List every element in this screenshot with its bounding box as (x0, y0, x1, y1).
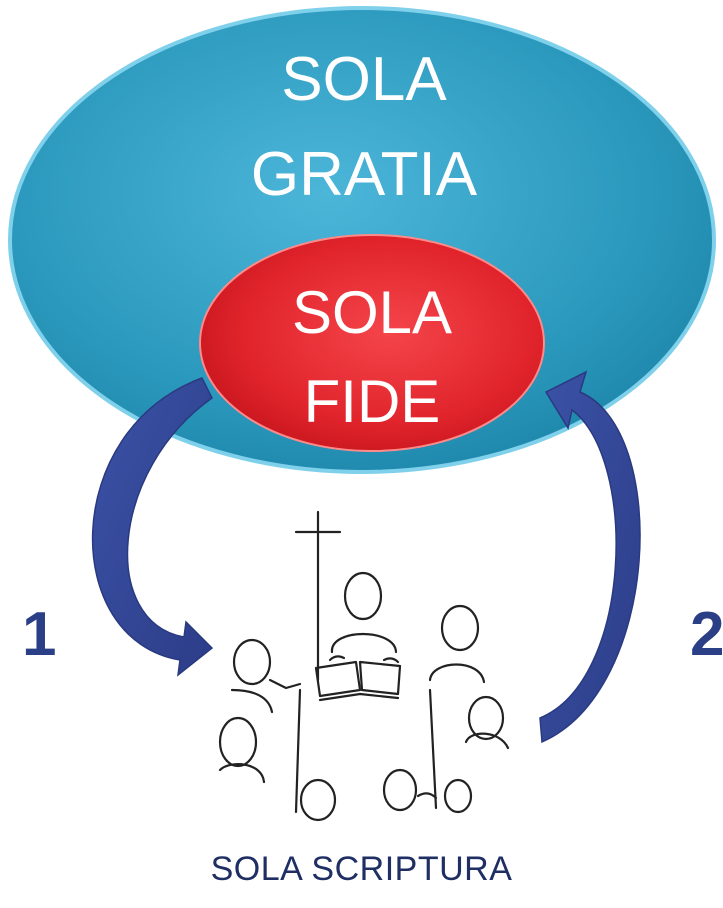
open-book-icon (314, 660, 402, 702)
sola-gratia-line1: SOLA (281, 45, 447, 114)
arrow-right (539, 370, 641, 744)
arrow-left (92, 377, 214, 677)
sola-fide-line2: FIDE (304, 368, 441, 435)
step-number-2: 2 (690, 600, 723, 669)
sola-fide-line1: SOLA (292, 279, 452, 346)
step-number-1: 1 (22, 600, 56, 669)
sola-fide-ellipse: SOLA FIDE (199, 234, 545, 452)
sola-gratia-line2: GRATIA (251, 140, 478, 209)
gathering-illustration (218, 510, 510, 822)
sola-scriptura-label: SOLA SCRIPTURA (210, 850, 513, 888)
